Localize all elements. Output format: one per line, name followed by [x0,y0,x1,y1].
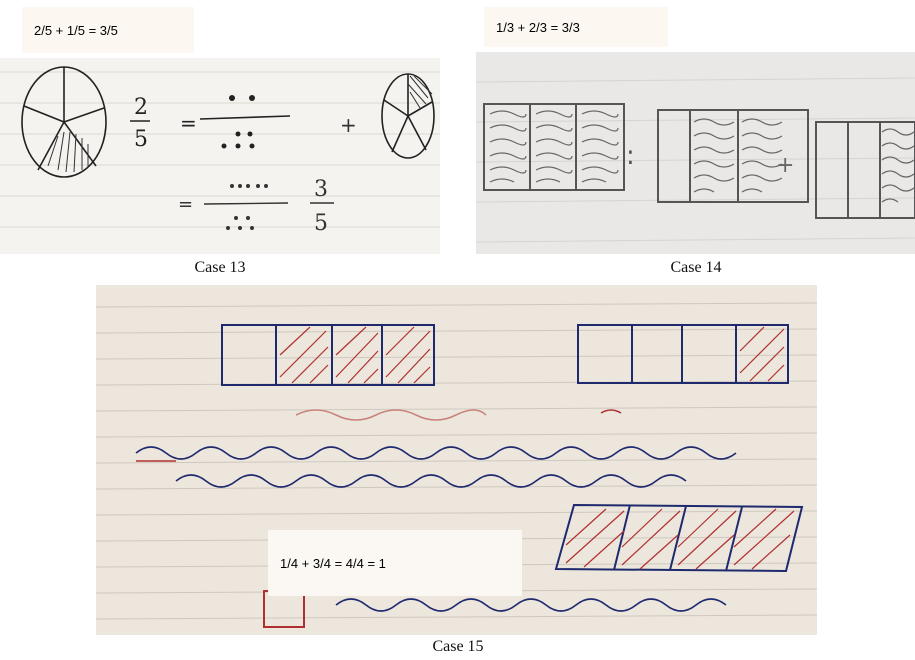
result-denominator: 5 [314,211,328,236]
case13-caption: Case 13 [194,259,246,276]
dots-denominator [221,131,255,149]
case14-plus-sign: + [776,153,794,178]
dots-numerator [229,95,255,101]
case15-equation-label: 1/4 + 3/4 = 4/4 = 1 [268,530,522,596]
case14-caption: Case 14 [670,259,722,276]
case14-photo: : + [476,52,915,254]
case14-equals-sign: : [626,141,635,171]
one-third-bar [815,121,915,219]
circle-fifth-shaded-icon [381,73,435,159]
circle-fifths-icon [21,66,107,178]
case14-sketch: : + [476,77,915,243]
three-quarters-bar [221,324,435,386]
two-thirds-bar [657,109,809,203]
case13-photo: 2 5 = + = [0,58,440,254]
case15-equation-text: 1/4 + 3/4 = 4/4 = 1 [280,555,386,571]
frac-denominator: 5 [134,127,148,152]
plus-sign: + [340,113,357,137]
case13-equation-label: 2/5 + 1/5 = 3/5 [22,7,194,53]
one-quarter-bar [577,324,789,384]
case14-equation-label: 1/3 + 2/3 = 3/3 [484,7,668,47]
case13-sketch: 2 5 = + = [0,66,440,236]
svg-text:=: = [178,194,193,215]
case15-sketch [96,302,817,628]
result-numerator: 3 [314,177,328,202]
frac-numerator: 2 [134,95,148,120]
case14-equation-text: 1/3 + 2/3 = 3/3 [496,19,580,35]
three-thirds-bar [483,103,625,191]
four-quarters-bar [554,503,804,573]
case13-equation-text: 2/5 + 1/5 = 3/5 [34,22,118,38]
equals-sign: = [180,111,197,135]
circle-hatching [47,131,89,173]
case15-caption: Case 15 [432,638,484,655]
